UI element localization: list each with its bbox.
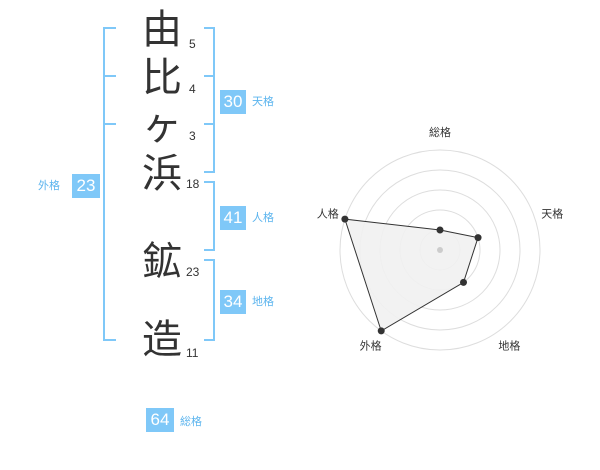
radar-point [474,234,482,242]
radar-axis-label: 地格 [498,338,520,352]
soukaku-label: 総格 [180,415,202,428]
name-char-3: ヶ [142,103,182,149]
stroke-count-4: 18 [186,177,200,191]
soukaku-value: 64 [146,408,174,432]
name-char-2: 比 [142,55,182,101]
chikaku-bracket [204,259,215,341]
radar-point [377,327,385,335]
radar-center [437,247,443,253]
radar-point [341,215,349,223]
gaikaku-label: 外格 [38,179,60,192]
radar-axis-label: 総格 [429,125,451,139]
chikaku-value: 34 [220,290,246,314]
radar-axis-label: 天格 [541,207,563,221]
chikaku-label: 地格 [252,295,274,308]
name-char-6: 造 [142,317,182,363]
gaikaku-bracket [103,27,116,341]
radar-axis-label: 外格 [360,338,382,352]
tenkaku-bracket [204,27,215,173]
radar-point [436,226,444,234]
name-char-5: 鉱 [142,239,182,285]
jinkaku-value: 41 [220,206,246,230]
radar-axis-label: 人格 [317,207,339,221]
name-char-1: 由 [142,7,182,53]
name-char-4: 浜 [142,151,182,197]
radar-points [341,215,482,335]
tenkaku-value: 30 [220,90,246,114]
gaikaku-value: 23 [72,174,100,198]
stroke-count-1: 5 [189,37,196,51]
stroke-count-2: 4 [189,82,196,96]
radar-area [344,218,479,332]
radar-ring [339,149,541,351]
stroke-count-3: 3 [189,129,196,143]
jinkaku-bracket [204,181,215,251]
radar-point [460,278,468,286]
stroke-count-6: 11 [186,346,199,360]
stroke-count-5: 23 [186,265,200,279]
tenkaku-label: 天格 [252,95,274,108]
jinkaku-label: 人格 [252,211,274,224]
